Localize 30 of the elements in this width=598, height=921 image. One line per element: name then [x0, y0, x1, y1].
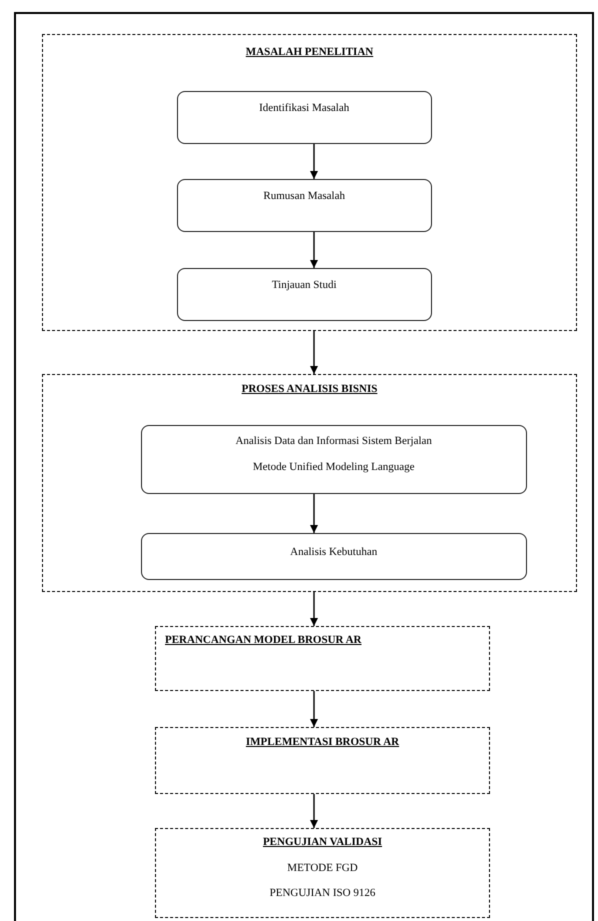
section-heading: MASALAH PENELITIAN [246, 46, 374, 59]
step-label: PENGUJIAN ISO 9126 [270, 887, 376, 900]
dashed-group-box [155, 727, 490, 794]
arrow [310, 494, 318, 533]
process-box [176, 90, 432, 144]
step-label: Analisis Kebutuhan [290, 546, 378, 559]
dashed-group-box [155, 626, 490, 691]
section-heading: PROSES ANALISIS BISNIS [242, 383, 378, 396]
dashed-group-box [42, 374, 577, 592]
step-label: METODE FGD [287, 862, 358, 875]
step-label: Tinjauan Studi [272, 278, 337, 292]
step-label: Identifikasi Masalah [259, 102, 350, 115]
arrow [310, 331, 318, 374]
dashed-group-box [155, 828, 490, 918]
step-label: Rumusan Masalah [263, 190, 345, 203]
section-heading: PENGUJIAN VALIDASI [262, 836, 382, 849]
arrow [310, 794, 318, 828]
section-heading: IMPLEMENTASI BROSUR AR [246, 736, 400, 749]
arrow [310, 592, 318, 626]
step-label: Metode Unified Modeling Language [252, 460, 414, 474]
step-label: Analisis Data dan Informasi Sistem Berjalan [235, 434, 432, 448]
process-box [176, 178, 432, 232]
arrow [310, 691, 318, 727]
dashed-group-box [42, 34, 577, 331]
process-box [140, 424, 527, 494]
section-heading: PERANCANGAN MODEL BROSUR AR [165, 634, 362, 647]
process-box [176, 268, 432, 321]
arrow [310, 232, 318, 268]
arrow [310, 144, 318, 179]
process-box [140, 532, 527, 580]
